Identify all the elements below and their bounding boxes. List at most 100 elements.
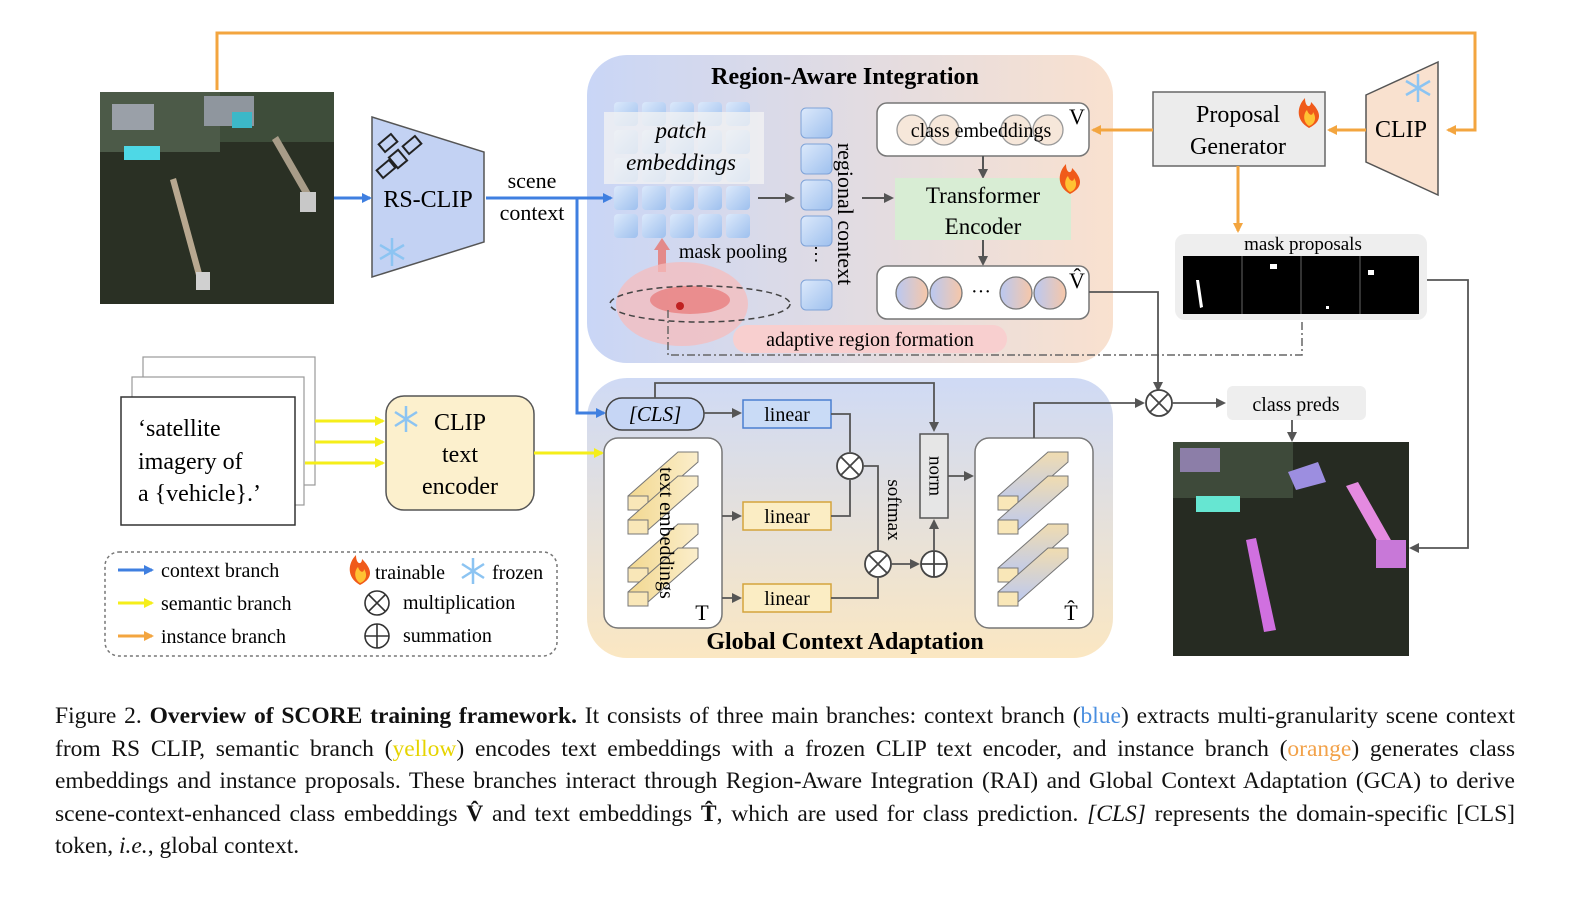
rai-title: Region-Aware Integration xyxy=(711,64,979,90)
mask-proposals-label: mask proposals xyxy=(1244,234,1362,255)
caption-t2: ) extracts multi-granularity scene conte… xyxy=(55,703,1516,762)
clip-label: CLIP xyxy=(1375,117,1427,143)
adaptive-region-pill xyxy=(733,325,1007,353)
softmax-path xyxy=(863,465,879,550)
figure-caption: Figure 2. Overview of SCORE training fra… xyxy=(55,700,1515,863)
linear-key-to-mult xyxy=(831,480,851,517)
caption-t4: ) generates class embeddings and instanc… xyxy=(55,735,1515,827)
mask-pooling-arrowhead xyxy=(654,238,670,250)
linear-box-key xyxy=(742,501,832,531)
t-label: T xyxy=(695,600,709,625)
clip-text-label-1: CLIP xyxy=(434,410,486,436)
patch-tile xyxy=(698,186,722,210)
legend-box xyxy=(104,551,558,657)
v-hat-ellipsis: ··· xyxy=(971,281,991,303)
patch-label-bg xyxy=(604,112,764,184)
mask-proposal-feedback xyxy=(667,310,1303,356)
encoder-label: Encoder xyxy=(945,214,1022,239)
legend-context: context branch xyxy=(161,560,279,582)
mask-proposal-thumbnails xyxy=(1183,256,1419,314)
score-framework-diagram: Region-Aware Integration Global Context … xyxy=(100,31,1477,658)
caption-t-hat: T̂ xyxy=(700,800,717,827)
v-hat-circles xyxy=(895,276,1067,310)
norm-label: norm xyxy=(925,456,946,496)
legend-snowflake-icon xyxy=(461,558,485,584)
flame-icon-proposal xyxy=(1298,98,1320,128)
rs-clip-encoder xyxy=(371,115,485,279)
patch-tile xyxy=(614,214,638,238)
linear-cls-to-mult xyxy=(831,413,851,452)
proposal-label: Proposal xyxy=(1196,102,1280,128)
regional-token xyxy=(800,179,833,211)
caption-fig-label: Figure 2. xyxy=(55,703,142,729)
caption-v-hat: V̂ xyxy=(466,800,484,827)
class-embeddings-label: class embeddings xyxy=(911,120,1052,142)
caption-cls: [CLS] xyxy=(1087,800,1146,827)
legend-multiplication: multiplication xyxy=(403,592,515,614)
patch-tile xyxy=(670,214,694,238)
caption-yellow: yellow xyxy=(392,735,457,762)
regional-token xyxy=(800,215,833,247)
gca-title: Global Context Adaptation xyxy=(706,629,983,655)
caption-t1: It consists of three main branches: cont… xyxy=(577,703,1081,729)
softmax-label: softmax xyxy=(883,479,904,541)
clip-image-encoder xyxy=(1365,60,1439,197)
patch-tile xyxy=(726,214,750,238)
caption-blue: blue xyxy=(1080,703,1121,729)
regional-context-column xyxy=(800,107,833,311)
caption-t8: , global context. xyxy=(147,833,300,859)
linear-label-cls: linear xyxy=(764,404,810,426)
regional-token xyxy=(800,143,833,175)
caption-t5: and text embeddings xyxy=(483,800,701,827)
prompt-line-2: imagery of xyxy=(138,449,243,475)
context-label: context xyxy=(500,200,565,225)
satellite-icon xyxy=(375,132,423,180)
flame-icon-transformer xyxy=(1059,164,1081,194)
regional-context-label: regional context xyxy=(833,143,858,285)
rs-clip-label: RS-CLIP xyxy=(383,187,472,213)
clip-text-label-3: encoder xyxy=(422,474,498,500)
regional-token xyxy=(800,279,833,311)
v-label: V xyxy=(1069,104,1085,129)
text-embeddings-label: text embeddings xyxy=(655,467,677,599)
snowflake-icon-text xyxy=(394,406,418,432)
cls-to-norm-arrow xyxy=(654,382,939,432)
caption-t3: ) encodes text embeddings with a frozen … xyxy=(456,735,1288,762)
class-preds-label: class preds xyxy=(1252,394,1339,416)
patch-tile xyxy=(642,214,666,238)
embedding-bar-end xyxy=(997,591,1019,607)
that-to-mult-arrow xyxy=(1033,398,1145,438)
v-hat-label: V̂ xyxy=(1069,268,1085,293)
snowflake-icon xyxy=(379,238,405,266)
mask-pooling-label: mask pooling xyxy=(679,241,787,263)
t-hat-bars xyxy=(997,451,1069,607)
linear-label-key: linear xyxy=(764,506,810,528)
region-ellipsis: ⋮ xyxy=(807,244,825,264)
patch-tile xyxy=(642,186,666,210)
linear-label-value: linear xyxy=(764,588,810,610)
linear-value-to-mult xyxy=(831,577,879,599)
legend-frozen: frozen xyxy=(492,562,543,584)
caption-title: Overview of SCORE training framework. xyxy=(149,703,577,729)
caption-t7: represents the domain-specific [CLS] tok… xyxy=(55,800,1516,860)
clip-text-label-2: text xyxy=(442,442,478,468)
vhat-to-mult-arrow xyxy=(1089,291,1163,392)
prompt-line-3: a {vehicle}.’ xyxy=(138,481,261,507)
caption-t6: , which are used for class prediction. xyxy=(716,800,1088,827)
instance-branch-arrow xyxy=(215,31,1477,135)
cls-token-label: [CLS] xyxy=(629,402,682,426)
adaptive-region-label: adaptive region formation xyxy=(766,329,974,351)
context-arrow-cls xyxy=(575,198,606,418)
legend-semantic: semantic branch xyxy=(161,593,292,615)
caption-orange: orange xyxy=(1287,735,1352,762)
transformer-encoder-box xyxy=(895,178,1071,240)
text-embedding-bars xyxy=(627,451,699,607)
adaptive-region-blob xyxy=(609,262,791,346)
input-satellite-image xyxy=(100,92,334,304)
legend-trainable: trainable xyxy=(375,562,445,584)
scene-label: scene xyxy=(508,168,557,193)
legend-flame-icon xyxy=(349,555,371,585)
regional-token xyxy=(800,107,833,139)
patch-label: patch xyxy=(653,118,706,143)
embedding-bar-end xyxy=(627,519,649,535)
